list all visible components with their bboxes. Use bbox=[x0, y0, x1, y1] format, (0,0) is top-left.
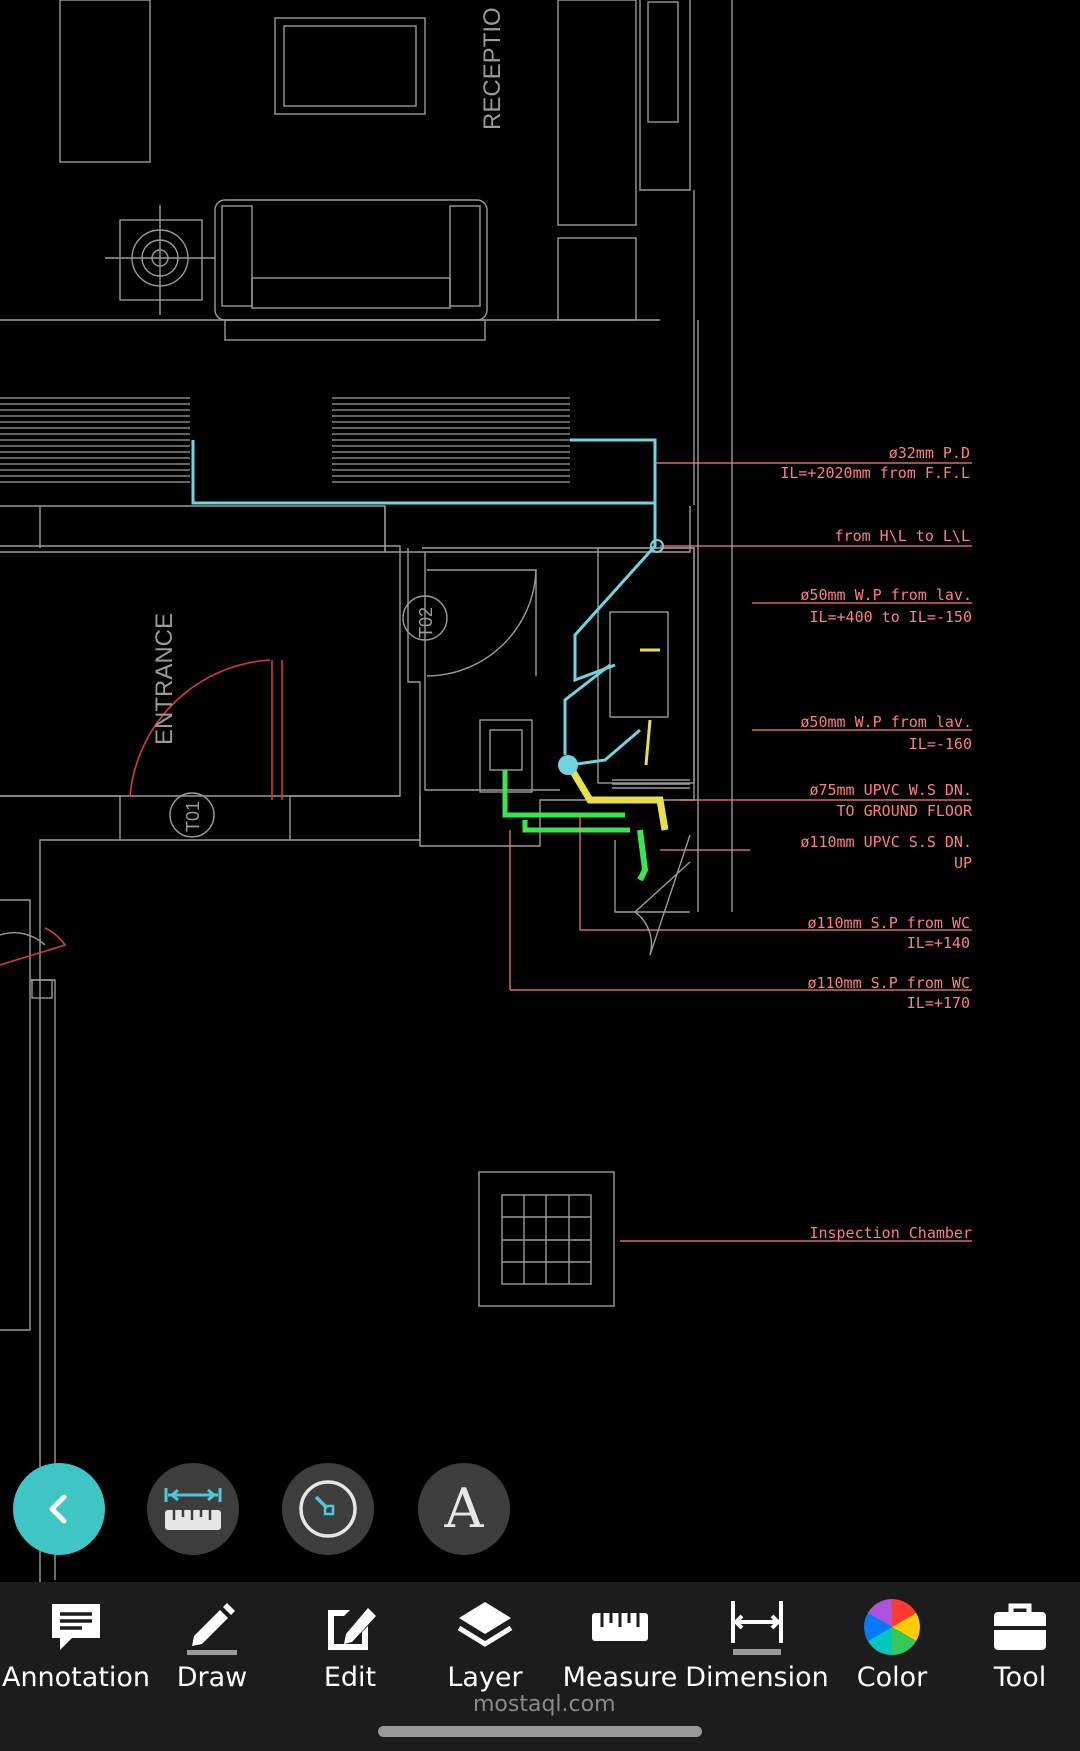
home-indicator[interactable] bbox=[378, 1726, 702, 1737]
sofa-seat bbox=[251, 277, 451, 309]
annotation-sp-110b-il: IL=+170 bbox=[907, 994, 970, 1012]
toolbar-tool[interactable]: Tool bbox=[970, 1582, 1070, 1702]
toolbar-measure-label: Measure bbox=[562, 1662, 678, 1693]
reception-cabinet bbox=[557, 237, 637, 321]
annotation-inspection-chamber: Inspection Chamber bbox=[809, 1224, 972, 1242]
frame-outer bbox=[274, 17, 426, 115]
toilet-stall bbox=[597, 547, 695, 784]
toolbox-icon bbox=[994, 1603, 1046, 1650]
door-swing-left bbox=[0, 932, 46, 946]
annotation-ss-110: ø110mm UPVC S.S DN. bbox=[800, 833, 972, 851]
corridor-wall bbox=[0, 505, 386, 553]
toolbar-color[interactable]: Color bbox=[834, 1582, 950, 1702]
annotation-pd-32: ø32mm P.D bbox=[889, 444, 970, 462]
frame-inner bbox=[283, 25, 417, 107]
measure-angle-button[interactable] bbox=[282, 1463, 374, 1555]
sofa-arm-left bbox=[221, 205, 253, 307]
annotation-icon bbox=[52, 1604, 100, 1650]
bench-hatch-left bbox=[0, 397, 190, 483]
light-fixture-cross bbox=[105, 205, 215, 315]
annotation-sp-110a-il: IL=+140 bbox=[907, 934, 970, 952]
sofa-base bbox=[224, 319, 486, 341]
reception-label: RECEPTIO bbox=[479, 7, 506, 130]
floor-drain bbox=[558, 755, 578, 775]
annotation-wp-50b: ø50mm W.P from lav. bbox=[800, 713, 972, 731]
toolbar-layer[interactable]: Layer bbox=[426, 1582, 544, 1702]
toolbar-edit-label: Edit bbox=[323, 1662, 377, 1693]
sofa bbox=[214, 199, 488, 321]
t02-label: T02 bbox=[416, 607, 436, 638]
sofa-arm-right bbox=[449, 205, 481, 307]
watermark: mostaql.com bbox=[473, 1692, 616, 1717]
entrance-door bbox=[0, 659, 283, 966]
toolbar-dimension[interactable]: Dimension bbox=[685, 1582, 829, 1702]
annotation-ws-75-ground: TO GROUND FLOOR bbox=[837, 802, 973, 820]
annotation-wp-50: ø50mm W.P from lav. bbox=[800, 586, 972, 604]
annotation-ws-75: ø75mm UPVC W.S DN. bbox=[809, 781, 972, 799]
chevron-left-icon bbox=[49, 1494, 67, 1524]
toolbar-color-label: Color bbox=[856, 1662, 928, 1693]
bottom-toolbar: Annotation Draw Edit Layer bbox=[0, 1582, 1080, 1751]
toolbar-layer-label: Layer bbox=[447, 1662, 523, 1693]
chamber-grid-lines bbox=[502, 1195, 591, 1284]
annotation-pd-32-il: IL=+2020mm from F.F.L bbox=[780, 464, 970, 482]
washbasin-inner bbox=[489, 729, 523, 771]
toolbar-draw-label: Draw bbox=[176, 1662, 248, 1693]
corridor-wall-2 bbox=[385, 506, 691, 553]
bench-hatch-right bbox=[332, 397, 570, 483]
shaft-door bbox=[634, 834, 691, 956]
toilet-inner-wall bbox=[424, 552, 560, 791]
wc-unit bbox=[609, 611, 669, 718]
door-tag-t01 bbox=[169, 792, 215, 838]
angle-gauge-icon bbox=[299, 1480, 357, 1538]
ruler-distance-icon bbox=[164, 1488, 222, 1530]
column bbox=[31, 979, 53, 999]
annotation-wp-50-il: IL=+400 to IL=-150 bbox=[809, 608, 972, 626]
pencil-icon bbox=[187, 1603, 237, 1655]
toolbar-annotation[interactable]: Annotation bbox=[2, 1582, 150, 1702]
toolbar-tool-label: Tool bbox=[993, 1662, 1047, 1693]
shaft bbox=[614, 840, 690, 913]
reception-shelf bbox=[647, 1, 679, 123]
doorway-wall bbox=[289, 795, 421, 841]
toolbar-annotation-label: Annotation bbox=[1, 1662, 151, 1693]
toolbar-dimension-label: Dimension bbox=[685, 1662, 829, 1693]
text-button[interactable]: A bbox=[418, 1463, 510, 1555]
color-wheel-icon bbox=[864, 1599, 920, 1655]
light-fixture-box bbox=[119, 219, 203, 301]
door-tag-t02 bbox=[402, 595, 448, 641]
leader-lines bbox=[509, 462, 972, 1242]
back-button[interactable] bbox=[13, 1463, 105, 1555]
edit-icon bbox=[328, 1608, 376, 1650]
corridor-divider bbox=[39, 506, 386, 552]
inspection-chamber bbox=[478, 1171, 615, 1307]
entrance-label: ENTRANCE bbox=[151, 613, 178, 745]
annotation-sp-110a: ø110mm S.P from WC bbox=[807, 914, 970, 932]
cad-drawing-canvas[interactable]: RECEPTIO ENTRANCE T01 T02 ø32mm P.D IL=+… bbox=[0, 0, 1080, 1582]
toolbar-edit[interactable]: Edit bbox=[290, 1582, 410, 1702]
ruler-icon bbox=[592, 1613, 648, 1641]
t01-label: T01 bbox=[183, 801, 203, 832]
reception-desk bbox=[557, 0, 637, 226]
annotation-ss-110-up: UP bbox=[954, 854, 972, 872]
toolbar-measure[interactable]: Measure bbox=[560, 1582, 680, 1702]
dimension-icon bbox=[731, 1601, 783, 1655]
text-a-icon: A bbox=[444, 1477, 484, 1540]
annotation-hl-ll: from H\L to L\L bbox=[835, 527, 970, 545]
annotation-wp-50b-il: IL=-160 bbox=[909, 735, 972, 753]
layers-icon bbox=[457, 1602, 513, 1647]
reception-wall bbox=[639, 0, 691, 191]
toolbar-draw[interactable]: Draw bbox=[152, 1582, 272, 1702]
wall-block bbox=[59, 0, 151, 163]
grating bbox=[612, 779, 690, 789]
measure-distance-button[interactable] bbox=[147, 1463, 239, 1555]
piping bbox=[191, 438, 669, 882]
annotation-sp-110b: ø110mm S.P from WC bbox=[807, 974, 970, 992]
door-swing-t02 bbox=[426, 569, 537, 677]
entrance-room bbox=[0, 545, 401, 797]
